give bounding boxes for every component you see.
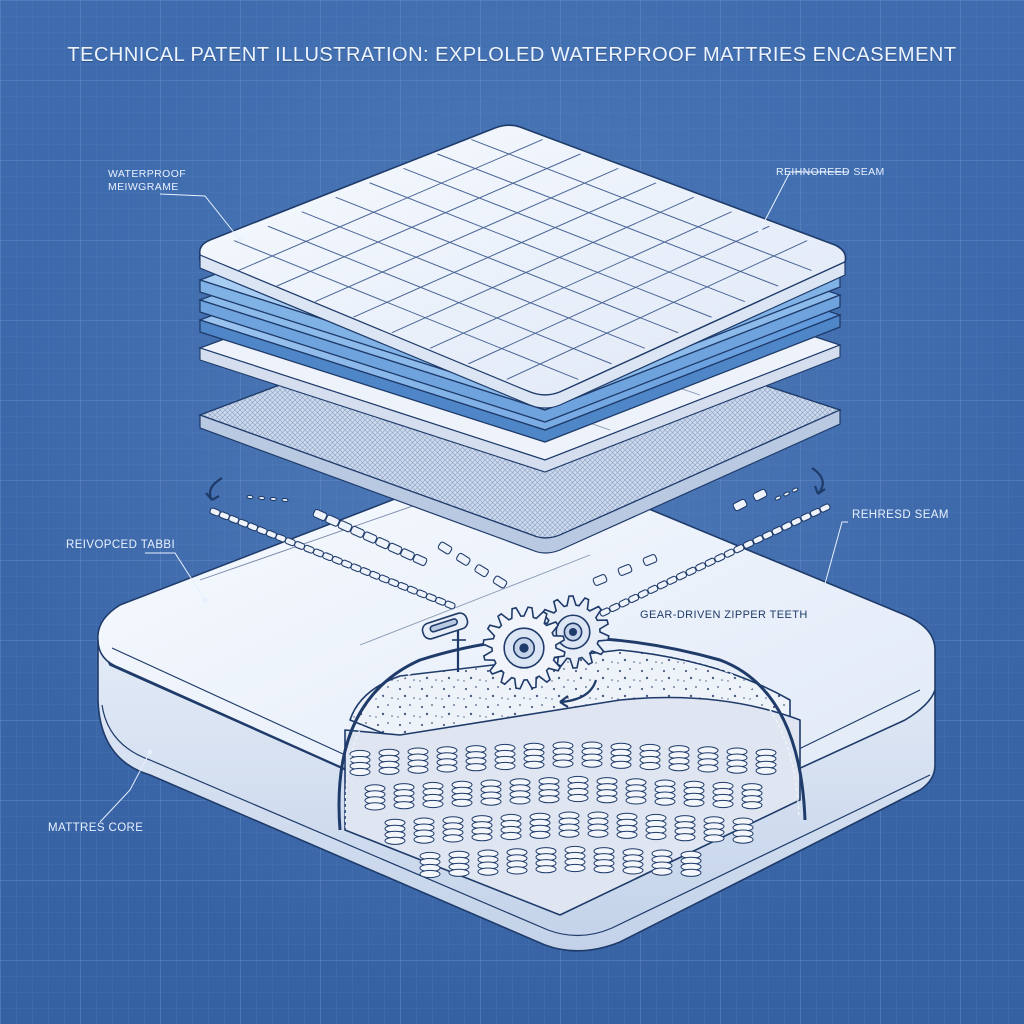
zipper-pull [421,612,469,672]
quilt-pattern [233,138,812,380]
label-reinforced-tabs: REIVOPCED TABBI [66,539,176,551]
zipper-teeth [209,487,831,617]
label-line-2: MEIWGRAME [108,181,179,193]
label-mattress-core: MATTRES CORE [48,822,144,834]
label-waterproof-membrane: WATERPROOF MEIWGRAME [108,168,186,194]
callout-leaders [99,171,848,823]
label-reinforced-seam-right: REHRESD SEAM [852,509,949,521]
label-line-1: WATERPROOF [108,168,187,180]
label-gear-zipper: GEAR-DRIVEN ZIPPER TEETH [640,609,808,621]
label-reinforced-seam-top: REIHNOREED SEAM [776,166,885,178]
coil-springs [349,741,777,879]
rotation-arrows [205,467,826,708]
zipper-stitch [344,644,800,829]
drive-gears [482,595,610,690]
diagram-title: TECHNICAL PATENT ILLUSTRATION: EXPLOLED … [67,44,957,66]
